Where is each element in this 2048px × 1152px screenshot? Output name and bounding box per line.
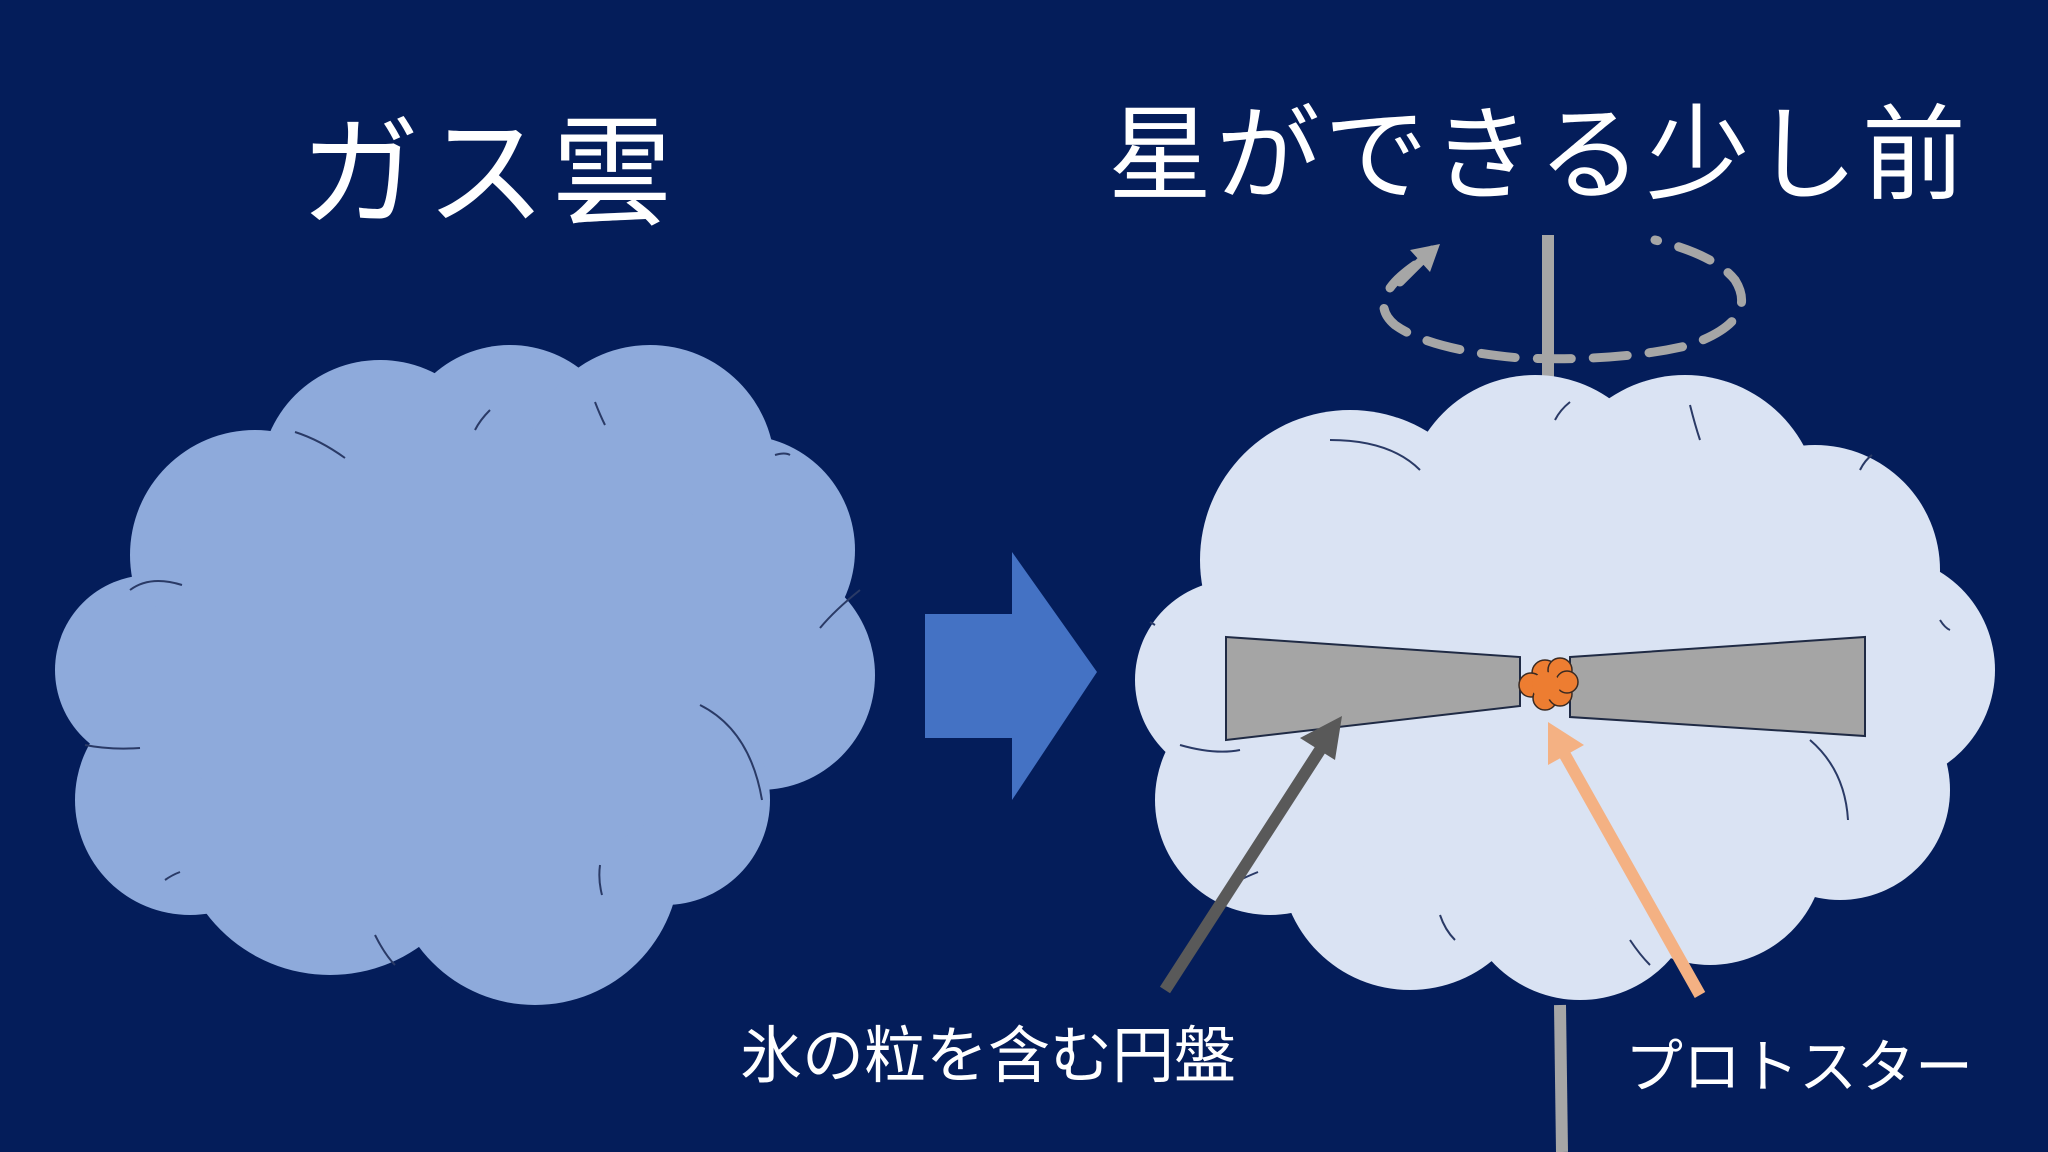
protostar-label: プロトスター — [1625, 1033, 1974, 1101]
disk-label: 氷の粒を含む円盤 — [740, 1019, 1237, 1092]
gas-cloud — [55, 345, 875, 1005]
right-arrow-icon — [925, 552, 1097, 800]
rotation-arrow-icon — [1379, 235, 1747, 364]
protostar — [1518, 657, 1579, 711]
protostar-pointer-arrow — [1548, 722, 1706, 998]
gas-cloud-title: ガス雲 — [300, 105, 678, 244]
disk-left-wedge — [1225, 635, 1521, 742]
before-star-title: 星ができる少し前 — [1108, 94, 1970, 216]
disk-pointer-arrow — [1159, 716, 1342, 994]
rotation-axis-bottom — [1554, 1004, 1568, 1152]
